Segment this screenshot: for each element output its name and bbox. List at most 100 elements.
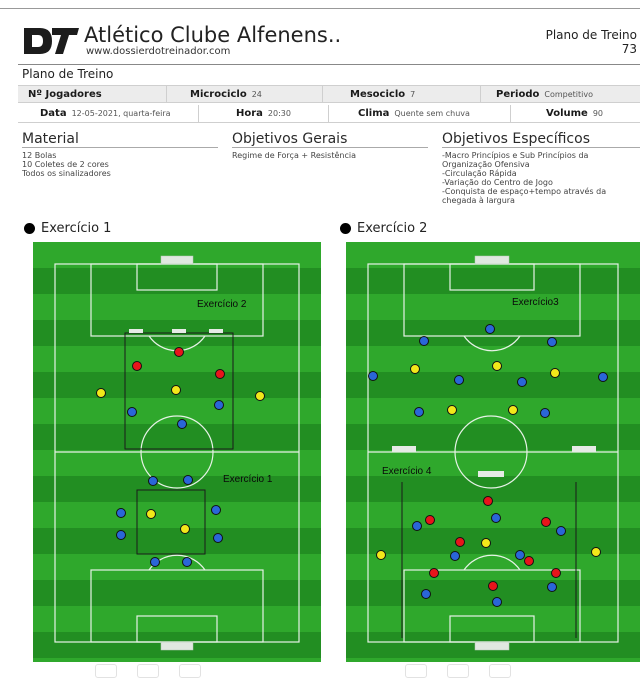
- players-icon: [137, 664, 159, 678]
- player-yellow: [377, 551, 386, 560]
- exercise-1-field: Exercício 2 Exercício 1: [33, 242, 321, 662]
- exercise-1-heading: Exercício 1: [24, 221, 111, 236]
- objetivos-gerais-list: Regime de Força + Resistência: [232, 151, 356, 160]
- divider: [480, 86, 481, 103]
- plan-label: Plano de Treino: [546, 28, 637, 42]
- clima-label: Clima: [358, 108, 389, 119]
- objetivos-especificos-line: Organização Ofensiva: [442, 160, 606, 169]
- jogadores-cell: Nº Jogadores: [28, 89, 107, 100]
- divider: [198, 105, 199, 122]
- player-yellow: [411, 365, 420, 374]
- header-divider: [18, 64, 640, 65]
- top-divider: [0, 8, 640, 9]
- bullet-icon: [24, 223, 35, 234]
- exercise-2-field: Exercício3 Exercício 4: [346, 242, 640, 662]
- goal-bottom: [161, 642, 193, 650]
- objetivos-especificos-list: -Macro Princípios e Sub Princípios da Or…: [442, 151, 606, 205]
- clima-value: Quente sem chuva: [394, 109, 470, 118]
- player-blue: [541, 409, 550, 418]
- hora-label: Hora: [236, 108, 263, 119]
- player-blue: [413, 522, 422, 531]
- bullet-icon: [340, 223, 351, 234]
- player-red: [216, 370, 225, 379]
- dt-logo: [22, 26, 80, 56]
- player-blue: [455, 376, 464, 385]
- material-line: 10 Coletes de 2 cores: [22, 160, 111, 169]
- player-blue: [415, 408, 424, 417]
- mesociclo-cell: Mesociclo 7: [350, 89, 415, 100]
- player-red: [552, 569, 561, 578]
- club-website: www.dossierdotreinador.com: [86, 46, 230, 57]
- player-red: [525, 557, 534, 566]
- objetivos-especificos-title: Objetivos Específicos: [442, 131, 590, 147]
- divider: [322, 86, 323, 103]
- player-red: [133, 362, 142, 371]
- material-divider: [22, 147, 218, 148]
- divider: [510, 105, 511, 122]
- zone-label: Exercício 4: [382, 466, 432, 477]
- field-icon: [179, 664, 201, 678]
- player-blue: [518, 378, 527, 387]
- zone-label: Exercício3: [512, 297, 559, 308]
- clock-icon: [95, 664, 117, 678]
- player-red: [426, 516, 435, 525]
- objetivos-gerais-divider: [232, 147, 428, 148]
- player-red: [175, 348, 184, 357]
- mesociclo-label: Mesociclo: [350, 89, 405, 100]
- player-blue: [149, 477, 158, 486]
- goal-top: [161, 256, 193, 264]
- goal-bottom: [475, 642, 509, 650]
- objetivos-especificos-line: chegada à largura: [442, 196, 606, 205]
- player-blue: [422, 590, 431, 599]
- player-yellow: [509, 406, 518, 415]
- player-red: [430, 569, 439, 578]
- zone-label: Exercício 2: [197, 299, 247, 310]
- player-blue: [178, 420, 187, 429]
- hora-value: 20:30: [268, 109, 291, 118]
- player-blue: [117, 531, 126, 540]
- divider: [166, 86, 167, 103]
- player-yellow: [97, 389, 106, 398]
- exercise-1-icons: [95, 664, 201, 678]
- volume-value: 90: [593, 109, 603, 118]
- objetivos-gerais-title: Objetivos Gerais: [232, 131, 347, 147]
- player-yellow: [147, 510, 156, 519]
- objetivos-especificos-line: -Conquista de espaço+tempo através da: [442, 187, 606, 196]
- zone-label: Exercício 1: [223, 474, 273, 485]
- player-blue: [557, 527, 566, 536]
- player-blue: [214, 534, 223, 543]
- player-blue: [215, 401, 224, 410]
- player-blue: [151, 558, 160, 567]
- data-value: 12-05-2021, quarta-feira: [72, 109, 171, 118]
- players-icon: [447, 664, 469, 678]
- exercise-2-icons: [405, 664, 511, 678]
- player-red: [484, 497, 493, 506]
- player-yellow: [551, 369, 560, 378]
- player-blue: [117, 509, 126, 518]
- volume-cell: Volume 90: [546, 108, 603, 119]
- clima-cell: Clima Quente sem chuva: [358, 108, 470, 119]
- data-cell: Data 12-05-2021, quarta-feira: [40, 108, 171, 119]
- player-blue: [548, 583, 557, 592]
- goal-top: [475, 256, 509, 264]
- player-yellow: [256, 392, 265, 401]
- objetivos-especificos-divider: [442, 147, 640, 148]
- player-blue: [599, 373, 608, 382]
- objetivos-especificos-line: -Circulação Rápida: [442, 169, 606, 178]
- player-blue: [492, 514, 501, 523]
- player-yellow: [448, 406, 457, 415]
- volume-label: Volume: [546, 108, 588, 119]
- microciclo-label: Microciclo: [190, 89, 247, 100]
- periodo-value: Competitivo: [544, 90, 593, 99]
- player-blue: [184, 476, 193, 485]
- player-blue: [486, 325, 495, 334]
- hora-cell: Hora 20:30: [236, 108, 291, 119]
- clock-icon: [405, 664, 427, 678]
- exercise-1-title: Exercício 1: [41, 221, 111, 236]
- objetivos-especificos-line: -Variação do Centro de Jogo: [442, 178, 606, 187]
- data-label: Data: [40, 108, 67, 119]
- material-title: Material: [22, 131, 79, 147]
- mesociclo-value: 7: [410, 90, 415, 99]
